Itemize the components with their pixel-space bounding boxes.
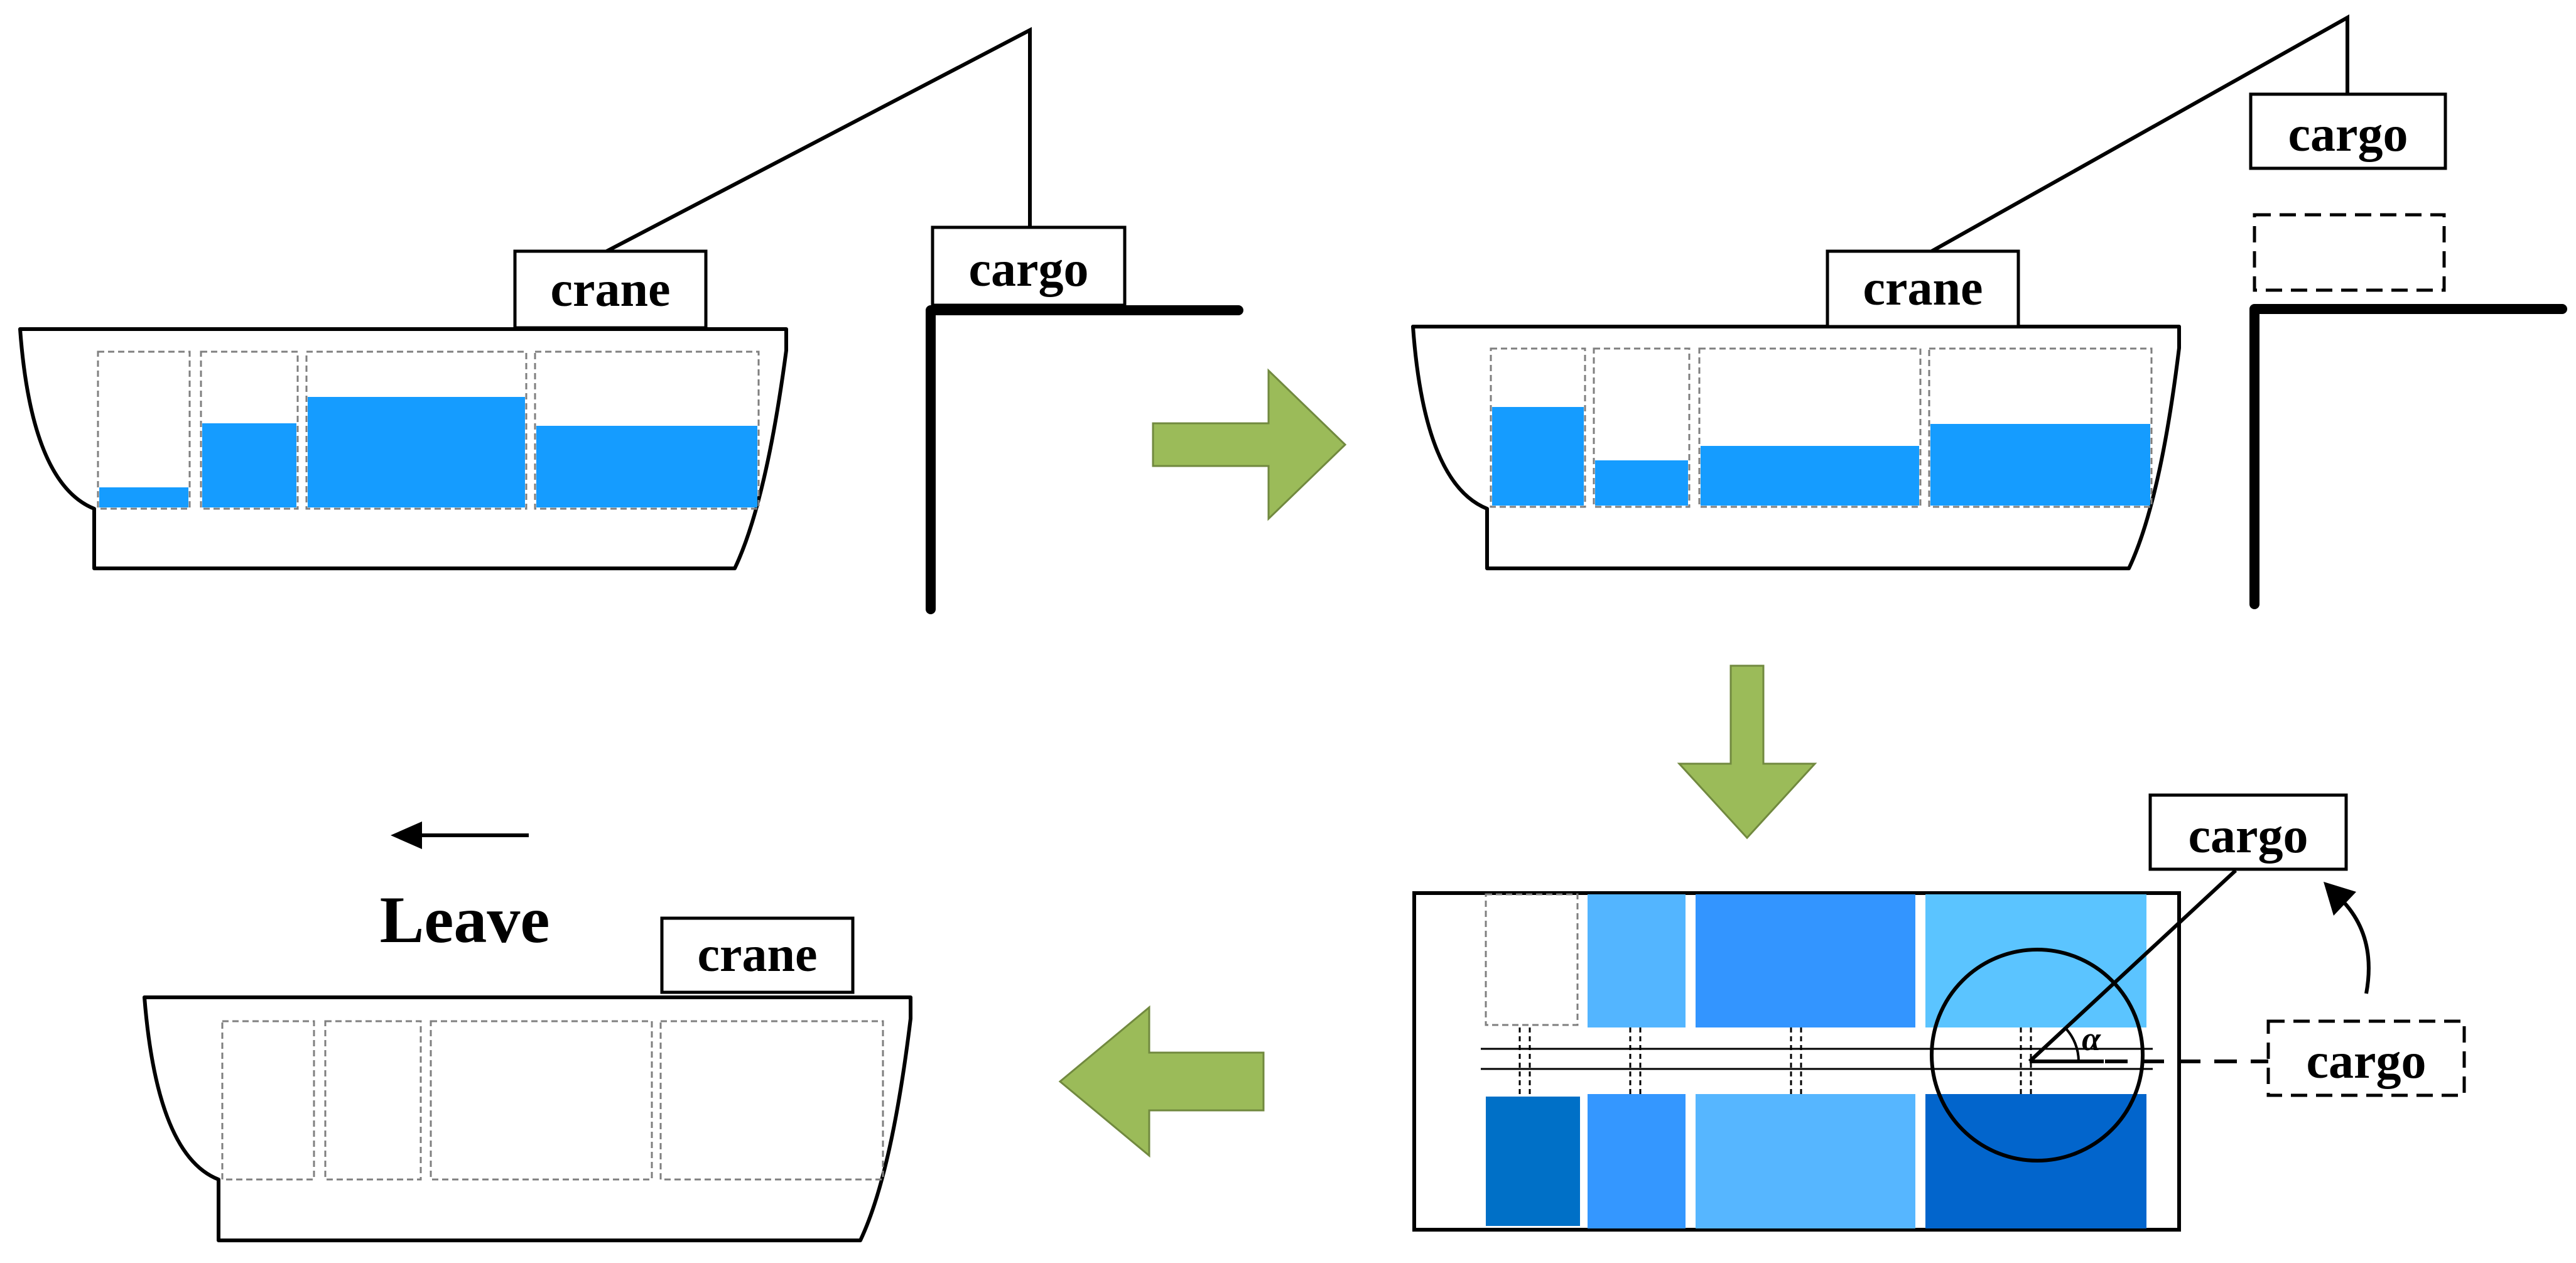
- flow-arrow-right: [1152, 368, 1347, 521]
- tank-upper: [1588, 894, 1686, 1027]
- ship-hull: [143, 995, 912, 1242]
- ballast-tank: [305, 350, 528, 510]
- ballast-tank-empty: [659, 1020, 884, 1181]
- ship-hull: [1411, 325, 2181, 570]
- crane: crane: [660, 916, 855, 994]
- boom-top-view: [2028, 869, 2238, 1063]
- ballast-tank: [534, 350, 760, 510]
- ballast-tank: [200, 350, 299, 510]
- angle-alpha-label: α: [2082, 1020, 2101, 1058]
- ship-hull: [18, 327, 788, 570]
- crane-label: crane: [550, 262, 670, 317]
- ballast-tank: [1490, 347, 1586, 508]
- ballast-water: [1930, 424, 2150, 506]
- leave-label: Leave: [380, 883, 550, 957]
- ballast-water: [308, 397, 525, 507]
- cargo-lifted: cargo: [2249, 92, 2447, 170]
- ballast-tank-empty: [221, 1020, 315, 1181]
- cargo: cargo: [931, 225, 1127, 307]
- panel-before-unloading: crane cargo: [18, 27, 1243, 614]
- ballast-water: [536, 426, 757, 507]
- tank-lower: [1486, 1097, 1580, 1226]
- ballast-water: [202, 423, 296, 507]
- quay-wall: [2249, 304, 2567, 609]
- flow-arrow-down: [1677, 664, 1817, 840]
- quay-wall: [926, 305, 1243, 614]
- ballast-water: [99, 487, 188, 507]
- rotation-direction-arrow: [2339, 897, 2371, 994]
- cargo-box-dashed: [2266, 1019, 2466, 1097]
- crane: crane: [513, 27, 1032, 330]
- ballast-water: [1595, 460, 1688, 506]
- ballast-water: [1492, 407, 1584, 506]
- crane-boom: [1930, 14, 2349, 253]
- cargo-target: cargo: [2148, 793, 2348, 871]
- crane-box: [660, 916, 855, 994]
- leave-direction-head: [391, 821, 422, 849]
- empty-tank: [1485, 893, 1579, 1026]
- ballast-water: [1701, 446, 1919, 506]
- tank-lower: [1696, 1094, 1915, 1228]
- ballast-tank: [1593, 347, 1691, 508]
- cargo-start: cargo: [2266, 1019, 2466, 1097]
- cargo-box: [2148, 793, 2348, 871]
- panel-after-unloading: crane cargo: [1411, 14, 2567, 609]
- crane: crane: [1826, 14, 2349, 328]
- panel-leave-empty: Leave crane: [143, 821, 912, 1242]
- crane-box: [513, 249, 708, 330]
- cargo-box: [931, 225, 1127, 307]
- rotation-circle: [1930, 948, 2145, 1163]
- crane-boom: [605, 27, 1032, 253]
- tank-upper: [1696, 894, 1915, 1027]
- flow-arrow-left: [1058, 1005, 1265, 1158]
- cargo-box: [2249, 92, 2447, 170]
- crane-box: [1826, 249, 2020, 328]
- ballast-tank: [1698, 347, 1922, 508]
- cargo-label: cargo: [2288, 107, 2408, 162]
- cargo-label: cargo: [2188, 808, 2308, 864]
- tank-connectors: [1518, 1027, 2032, 1094]
- ballast-tank-empty: [324, 1020, 422, 1181]
- angle-arc: [2064, 1027, 2080, 1062]
- crane-label: crane: [697, 927, 817, 982]
- crane-label: crane: [1863, 261, 1983, 316]
- cargo-label: cargo: [2306, 1034, 2426, 1089]
- rotation-arrow-head: [2324, 882, 2356, 916]
- panel-top-view-rotation: α cargo cargo: [1412, 793, 2466, 1232]
- cargo-label: cargo: [968, 242, 1088, 297]
- tank-lower: [1588, 1094, 1686, 1228]
- ballast-tank: [1928, 347, 2153, 508]
- ballast-tank: [97, 350, 191, 510]
- cargo-previous-position: [2253, 213, 2446, 292]
- tank-upper: [1925, 894, 2146, 1027]
- ballast-tank-empty: [430, 1020, 653, 1181]
